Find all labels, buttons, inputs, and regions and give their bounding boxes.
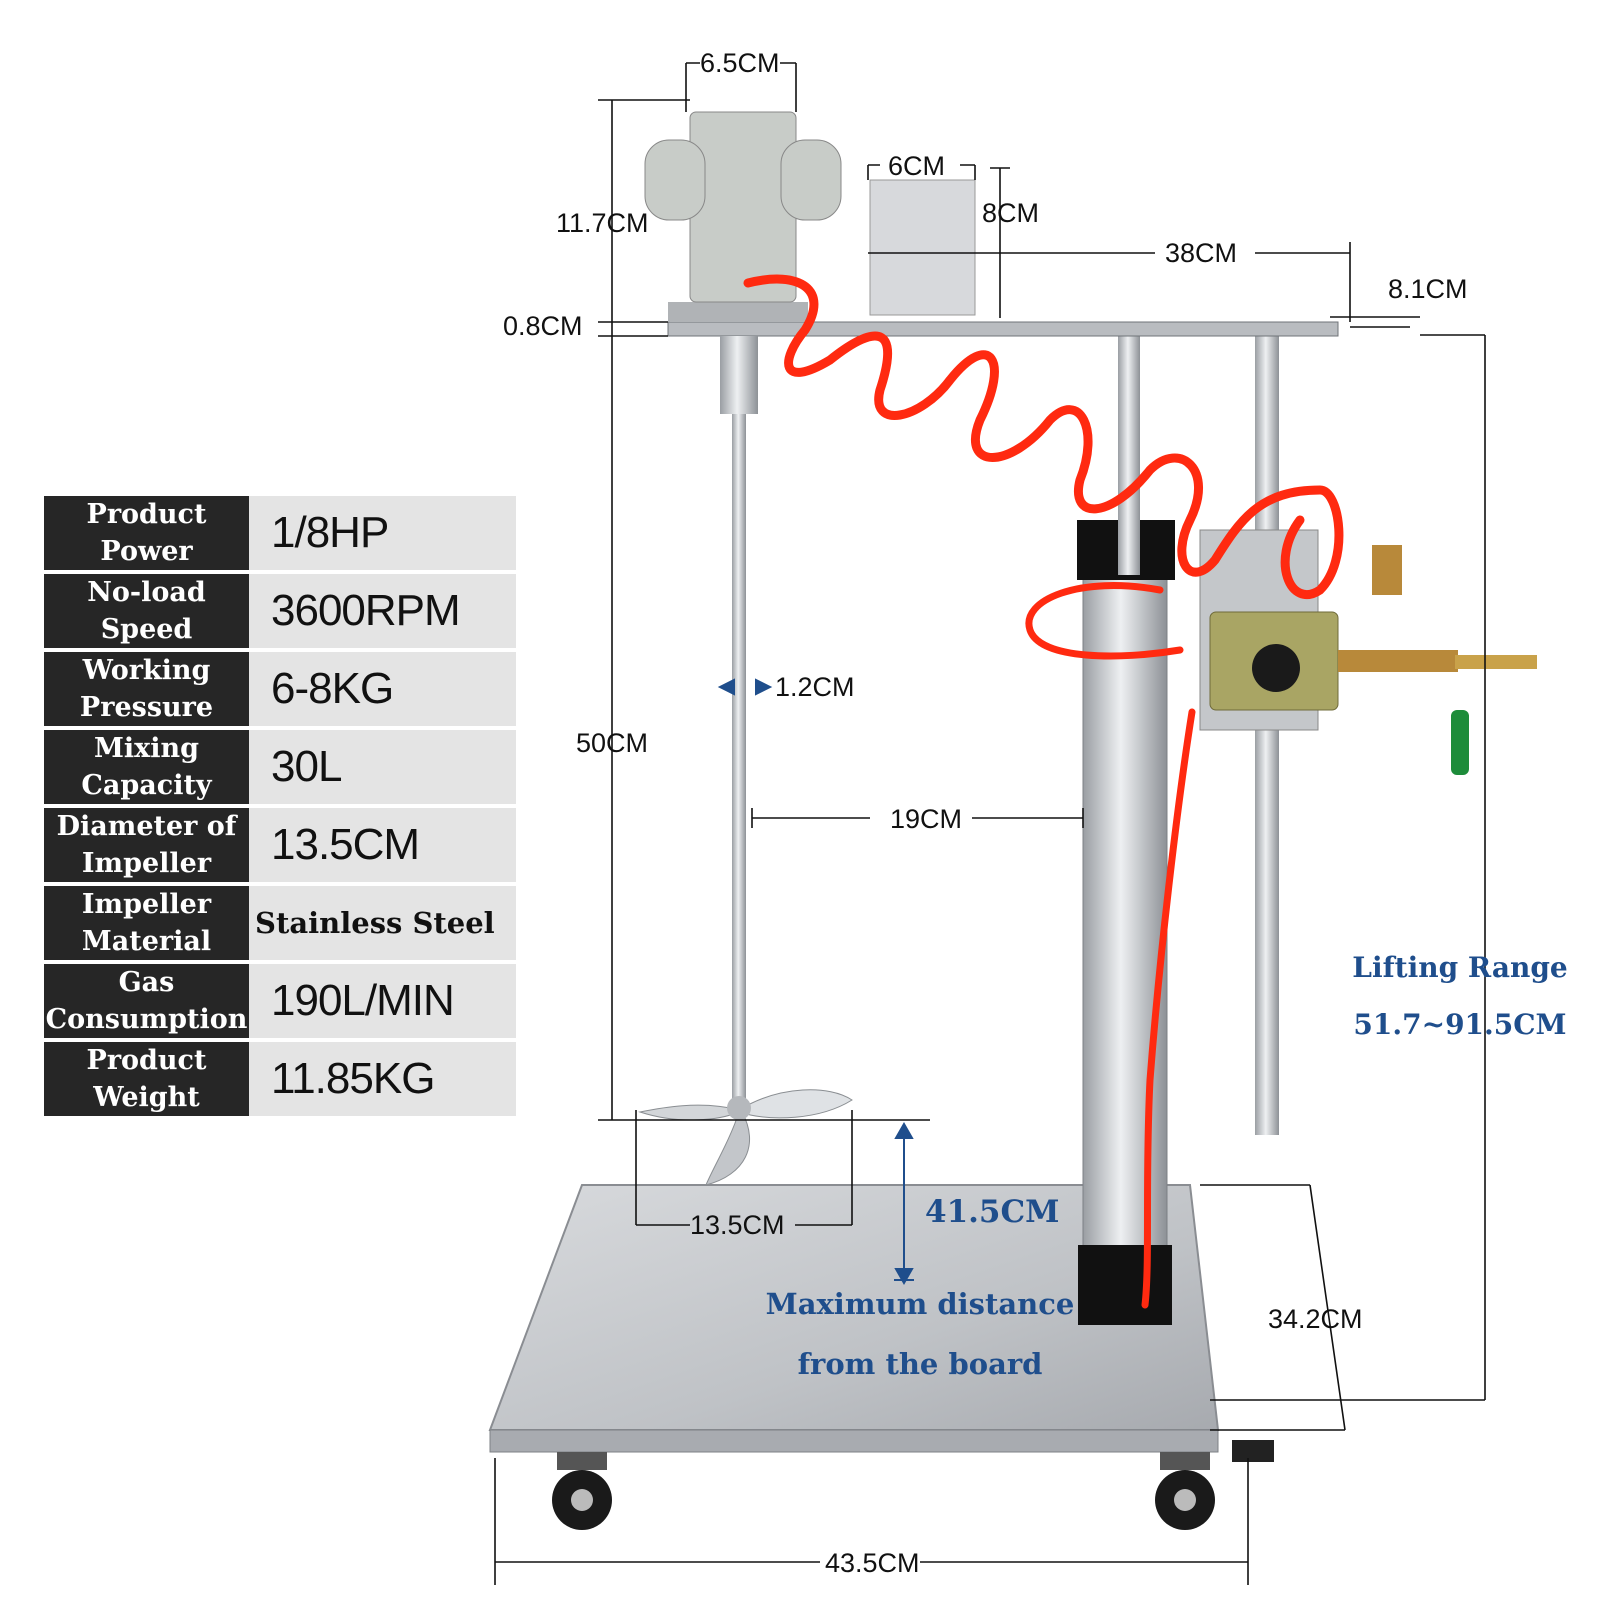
guide-rod-left — [1118, 335, 1140, 575]
air-hose-lower — [1025, 582, 1196, 1309]
air-motor — [644, 111, 842, 322]
dimension-lines — [494, 62, 1486, 1585]
spec-value: 6-8KG — [249, 652, 516, 726]
dim-shaft-to-column: 19CM — [890, 804, 962, 834]
lifting-range-value: 51.7~91.5CM — [1353, 1008, 1566, 1041]
max-distance-caption-line2: from the board — [798, 1347, 1043, 1381]
dim-motor-width: 6.5CM — [700, 48, 780, 78]
spec-label: Diameter of Impeller — [44, 808, 249, 882]
spec-value: 13.5CM — [249, 808, 516, 882]
spec-table: Product Power 1/8HP No-load Speed 3600RP… — [44, 492, 516, 1120]
spec-label: Impeller Material — [44, 886, 249, 960]
dim-box-height: 8CM — [982, 198, 1039, 228]
spec-value: Stainless Steel — [249, 886, 516, 960]
shaft-coupling — [720, 336, 758, 414]
spec-row: Gas Consumption 190L/MIN — [44, 964, 516, 1038]
control-box — [869, 179, 976, 316]
spec-label: Mixing Capacity — [44, 730, 249, 804]
spec-label: Working Pressure — [44, 652, 249, 726]
spec-row: No-load Speed 3600RPM — [44, 574, 516, 648]
caster-wheels — [552, 1440, 1274, 1530]
max-distance-value: 41.5CM — [925, 1194, 1060, 1230]
column-clamp-bottom — [1078, 1245, 1172, 1325]
spec-value: 11.85KG — [249, 1042, 516, 1116]
spec-row: Mixing Capacity 30L — [44, 730, 516, 804]
dim-box-width: 6CM — [888, 151, 945, 181]
spec-label: No-load Speed — [44, 574, 249, 648]
dim-shaft-diameter: 1.2CM — [775, 672, 855, 702]
dim-motor-height: 11.7CM — [556, 208, 649, 238]
dim-base-depth: 34.2CM — [1268, 1304, 1363, 1334]
spec-value: 1/8HP — [249, 496, 516, 570]
spec-value: 30L — [249, 730, 516, 804]
impeller — [638, 1089, 853, 1186]
mixing-shaft — [732, 414, 746, 1114]
top-arm — [667, 321, 1339, 337]
dim-arm-length: 38CM — [1165, 238, 1237, 268]
blue-dimension-lines — [717, 678, 914, 1286]
dim-plate-thickness: 0.8CM — [503, 311, 583, 341]
valve-assembly — [1199, 529, 1537, 775]
mixer-illustration — [488, 111, 1537, 1530]
air-hose — [743, 274, 1344, 599]
spec-row: Product Power 1/8HP — [44, 496, 516, 570]
dim-impeller-diameter: 13.5CM — [690, 1210, 785, 1240]
dim-base-width: 43.5CM — [825, 1548, 920, 1578]
spec-value: 190L/MIN — [249, 964, 516, 1038]
max-distance-caption-line1: Maximum distance — [766, 1287, 1075, 1321]
dim-shaft-length: 50CM — [576, 728, 648, 758]
spec-value: 3600RPM — [249, 574, 516, 648]
base-plate-edge — [489, 1429, 1219, 1453]
spec-row: Product Weight 11.85KG — [44, 1042, 516, 1116]
spec-label: Gas Consumption — [44, 964, 249, 1038]
spec-row: Working Pressure 6-8KG — [44, 652, 516, 726]
spec-row: Impeller Material Stainless Steel — [44, 886, 516, 960]
spec-label: Product Weight — [44, 1042, 249, 1116]
lift-column — [1082, 559, 1168, 1261]
guide-rod-right — [1255, 335, 1279, 1135]
lifting-range-title: Lifting Range — [1352, 951, 1567, 984]
spec-label: Product Power — [44, 496, 249, 570]
spec-row: Diameter of Impeller 13.5CM — [44, 808, 516, 882]
dim-arm-tip: 8.1CM — [1388, 274, 1468, 304]
